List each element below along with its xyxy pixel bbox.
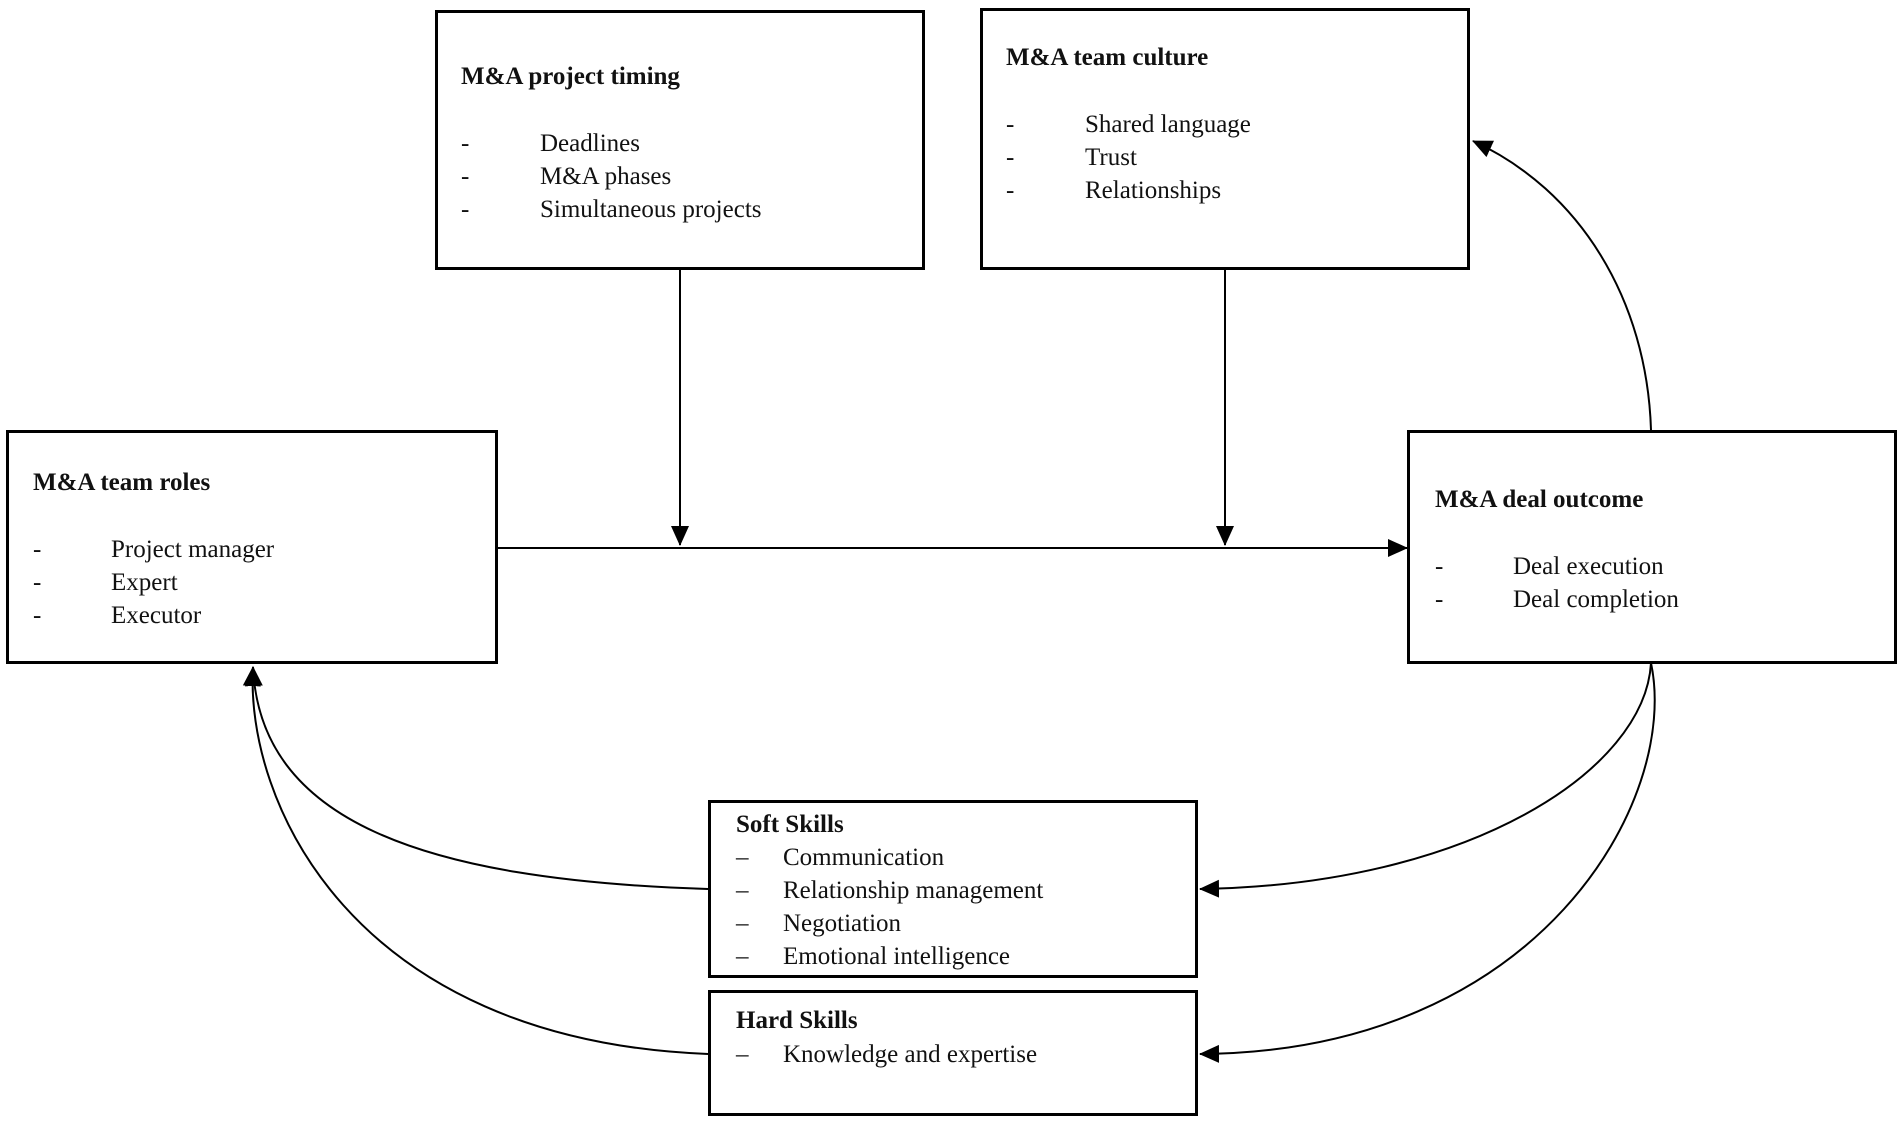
hard-skills-box: Hard Skills – Knowledge and expertise	[708, 990, 1198, 1116]
soft-skills-box: Soft Skills – Communication – Relationsh…	[708, 800, 1198, 978]
team-roles-title: M&A team roles	[33, 469, 211, 496]
deal-outcome-list: - Deal execution - Deal completion	[1435, 553, 1855, 633]
list-marker: -	[461, 130, 470, 157]
list-item-label: Knowledge and expertise	[783, 1041, 1038, 1068]
list-item-label: Simultaneous projects	[540, 196, 762, 223]
list-item-label: Executor	[111, 602, 202, 629]
list-marker: -	[33, 569, 42, 596]
list-marker: –	[736, 877, 749, 904]
list-marker: –	[736, 910, 749, 937]
team-culture-box: M&A team culture - Shared language - Tru…	[980, 8, 1470, 270]
list-item-label: Deal execution	[1513, 553, 1664, 580]
deal-outcome-box: M&A deal outcome - Deal execution - Deal…	[1407, 430, 1897, 664]
list-item-label: M&A phases	[540, 163, 672, 190]
list-marker: -	[1006, 144, 1015, 171]
arrow-outcome-to-soft-skills	[1199, 662, 1652, 898]
list-item-label: Shared language	[1085, 111, 1251, 138]
list-item-label: Communication	[783, 844, 945, 871]
arrow-outcome-to-culture	[1472, 140, 1652, 431]
list-marker: -	[1006, 111, 1015, 138]
arrow-soft-skills-to-roles	[244, 666, 709, 890]
hard-skills-list: – Knowledge and expertise	[736, 1041, 1186, 1081]
arrow-outcome-to-hard-skills	[1199, 662, 1656, 1063]
list-marker: –	[736, 844, 749, 871]
list-item-label: Negotiation	[783, 910, 902, 937]
list-marker: –	[736, 1041, 749, 1068]
project-timing-box: M&A project timing - Deadlines - M&A pha…	[435, 10, 925, 270]
list-item-label: Relationship management	[783, 877, 1044, 904]
list-item-label: Expert	[111, 569, 178, 596]
list-marker: -	[461, 163, 470, 190]
list-item-label: Relationships	[1085, 177, 1222, 204]
project-timing-title: M&A project timing	[461, 63, 680, 90]
list-marker: -	[1006, 177, 1015, 204]
list-marker: -	[1435, 553, 1444, 580]
list-item-label: Project manager	[111, 536, 275, 563]
team-culture-list: - Shared language - Trust - Relationship…	[1006, 111, 1426, 221]
team-culture-title: M&A team culture	[1006, 44, 1209, 71]
list-item-label: Deadlines	[540, 130, 640, 157]
list-marker: -	[33, 602, 42, 629]
soft-skills-list: – Communication – Relationship managemen…	[736, 844, 1186, 979]
project-timing-list: - Deadlines - M&A phases - Simultaneous …	[461, 130, 881, 240]
list-item-label: Emotional intelligence	[783, 943, 1011, 970]
soft-skills-title: Soft Skills	[736, 811, 844, 838]
list-item-label: Trust	[1085, 144, 1137, 171]
arrow-hard-skills-to-roles	[242, 666, 709, 1055]
team-roles-list: - Project manager - Expert - Executor	[33, 536, 453, 646]
deal-outcome-title: M&A deal outcome	[1435, 486, 1644, 513]
list-marker: -	[1435, 586, 1444, 613]
list-item-label: Deal completion	[1513, 586, 1679, 613]
hard-skills-title: Hard Skills	[736, 1007, 858, 1034]
list-marker: -	[33, 536, 42, 563]
list-marker: –	[736, 943, 749, 970]
list-marker: -	[461, 196, 470, 223]
team-roles-box: M&A team roles - Project manager - Exper…	[6, 430, 498, 664]
